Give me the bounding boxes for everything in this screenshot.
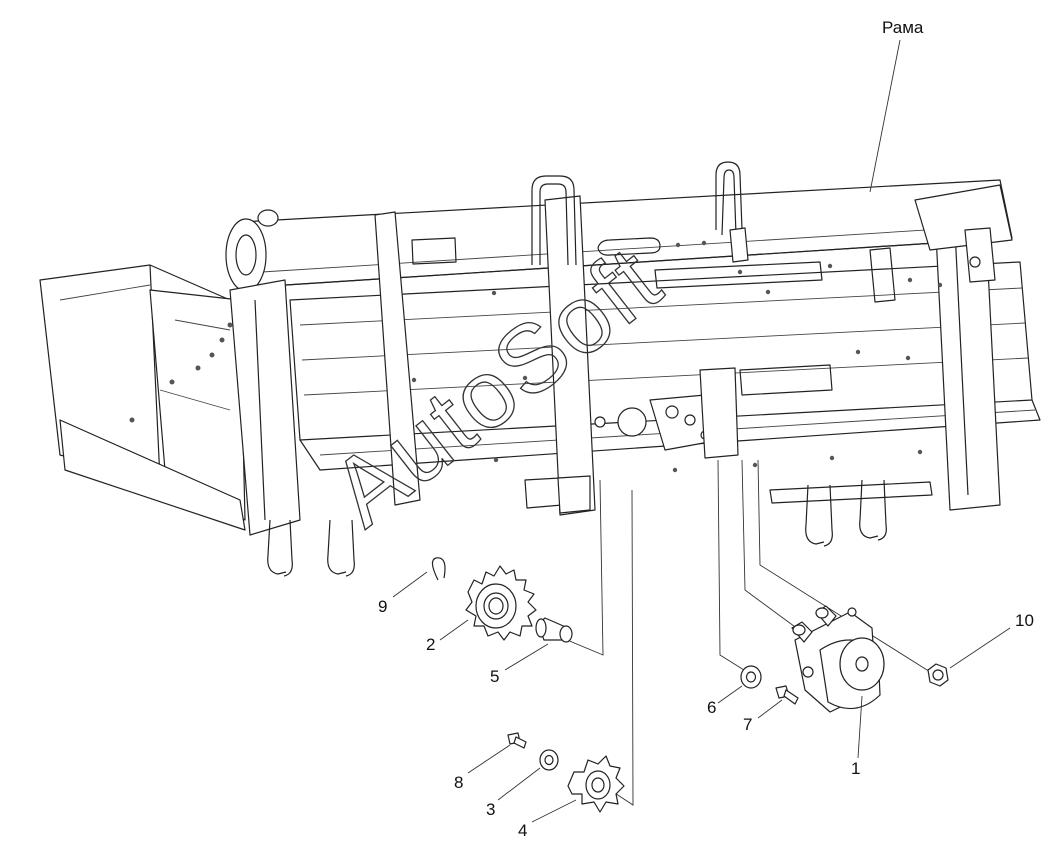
label-part-9: 9 (378, 597, 387, 616)
part-2-large-sprocket (439, 565, 537, 641)
part-3-washer (497, 749, 559, 801)
label-part-3: 3 (486, 800, 495, 819)
part-10-nut (927, 627, 1011, 687)
part-8-bolt (467, 732, 527, 774)
label-part-8: 8 (454, 773, 463, 792)
part-7-bolt (757, 685, 799, 719)
label-part-2: 2 (426, 635, 435, 654)
label-part-7: 7 (743, 715, 752, 734)
label-part-6: 6 (707, 698, 716, 717)
part-6-washer (717, 665, 762, 704)
part-9-retaining-ring (392, 557, 446, 598)
callout-labels: Рама 9 2 5 8 3 4 6 7 1 10 (378, 18, 1034, 840)
part-4-small-sprocket (531, 755, 625, 823)
label-frame: Рама (882, 18, 924, 37)
part-1-hydraulic-motor (791, 605, 885, 759)
label-part-4: 4 (518, 821, 527, 840)
label-part-5: 5 (490, 667, 499, 686)
label-part-1: 1 (851, 759, 860, 778)
label-part-10: 10 (1015, 611, 1034, 630)
frame-assembly (39, 161, 1041, 577)
part-5-bushing (504, 617, 573, 671)
